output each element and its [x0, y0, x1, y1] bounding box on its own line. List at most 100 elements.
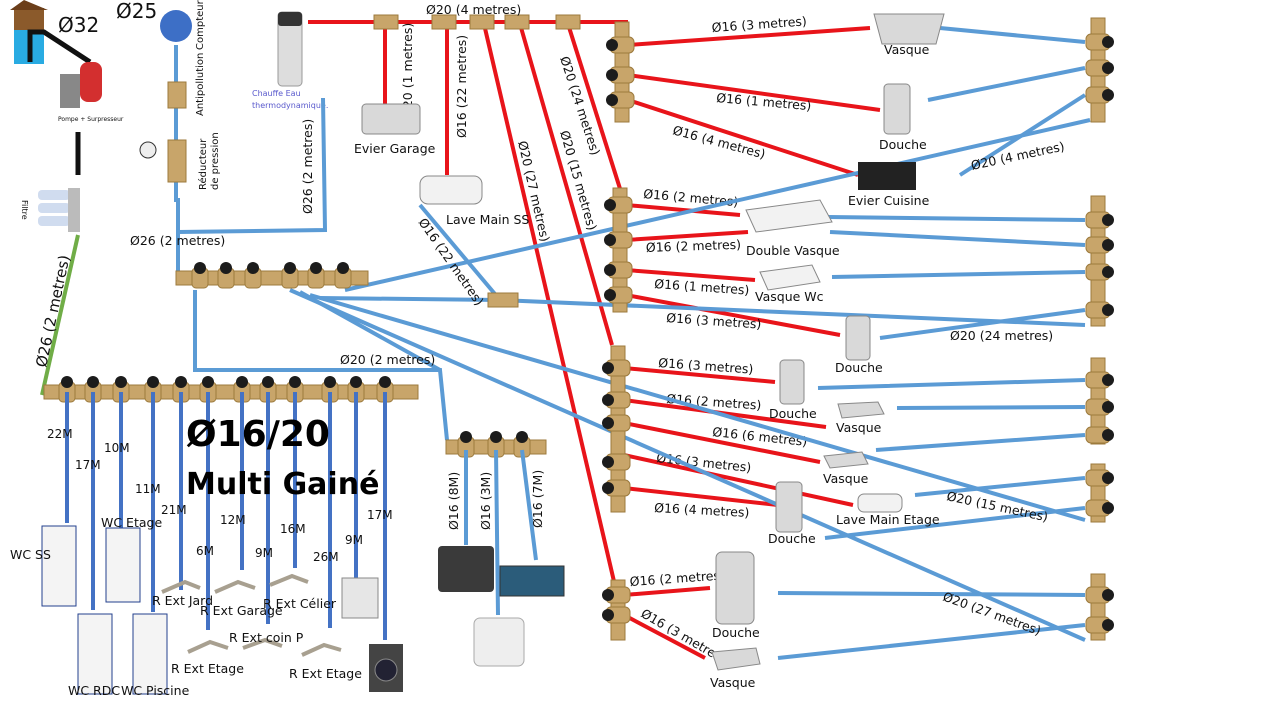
douche-icon: [715, 551, 755, 625]
fixture-label: WC Piscine: [121, 683, 190, 698]
valve-knob-icon: [604, 289, 616, 301]
pool-pipe-label: Ø16 (3M): [478, 472, 493, 530]
reducer-label-2: de pression: [210, 132, 221, 190]
antipollution-valve-icon: [167, 81, 187, 109]
fixtures: [361, 13, 945, 671]
hot-garage-label: Ø20 (1 metres): [400, 23, 415, 118]
fixture-label: Vasque: [884, 42, 930, 57]
valve-knob-icon: [147, 376, 159, 388]
valve-knob-icon: [247, 262, 259, 274]
lave-main-etage-icon: [857, 493, 903, 513]
fixture-label: WC Etage: [101, 515, 162, 530]
valve-knob-icon: [604, 234, 616, 246]
evier-cuisine-icon: [858, 162, 916, 190]
fixture-label: Vasque: [823, 471, 869, 486]
hot-branch-label: Ø16 (1 metres): [654, 276, 750, 298]
heater-cold-pipe-label: Ø26 (2 metres): [300, 119, 315, 214]
valve-knob-icon: [1102, 304, 1114, 316]
valve-knob-icon: [236, 376, 248, 388]
valve-knob-icon: [262, 376, 274, 388]
valve-knob-icon: [1102, 472, 1114, 484]
pool-pipe-label: Ø16 (7M): [530, 470, 545, 528]
valve-knob-icon: [602, 609, 614, 621]
fixture-label: R Ext Garage: [200, 603, 283, 618]
valve-knob-icon: [602, 362, 614, 374]
valve-knob-icon: [602, 482, 614, 494]
wc-icon: [41, 525, 77, 607]
reducer-label: Réducteur: [197, 138, 209, 190]
pressure-reducer-icon: [167, 139, 187, 183]
valve-knob-icon: [1102, 374, 1114, 386]
douche-icon: [775, 481, 803, 533]
ground-length-labels: 22M 17M 10M 11M 21M 6M 12M 9M 16M 26M 9M…: [47, 427, 393, 564]
hot-branch-label: Ø16 (2 metres): [629, 567, 725, 589]
lave-main-ss-icon: [419, 175, 483, 205]
valve-knob-icon: [602, 589, 614, 601]
heater-label: Chauffe Eau: [252, 89, 301, 98]
valve-knob-icon: [324, 376, 336, 388]
hot-branch-label: Ø16 (3 metres): [666, 310, 762, 332]
valve-knob-icon: [1102, 89, 1114, 101]
heater-label-2: thermodynamique.: [252, 101, 328, 110]
valve-knob-icon: [202, 376, 214, 388]
fixture-label: Vasque: [836, 420, 882, 435]
valve-knob-icon: [1102, 214, 1114, 226]
pool-icon: [499, 565, 565, 597]
valve-knob-icon: [516, 431, 528, 443]
hot-branch-label: Ø16 (1 metres): [716, 90, 812, 113]
valve-knob-icon: [220, 262, 232, 274]
fixture-label: Vasque Wc: [755, 289, 824, 304]
length-label: 17M: [75, 458, 101, 472]
cold-to-r2-label: Ø20 (24 metres): [950, 328, 1053, 343]
valve-knob-icon: [175, 376, 187, 388]
vertical-manifold: [612, 187, 628, 313]
hot-branch-label: Ø16 (2 metres): [646, 237, 742, 255]
fixture-label: R Ext Etage: [171, 661, 244, 676]
valve-knob-icon: [1102, 619, 1114, 631]
valve-knob-icon: [1102, 239, 1114, 251]
length-label: 26M: [313, 550, 339, 564]
length-label: 17M: [367, 508, 393, 522]
valve-knob-icon: [350, 376, 362, 388]
hot-main-label: Ø20 (4 metres): [426, 2, 521, 17]
utility-sink-icon: [341, 577, 379, 619]
ground-title: Ø16/20: [186, 414, 330, 455]
length-label: 10M: [104, 441, 130, 455]
hot-to-m4-label: Ø20 (27 metres): [515, 139, 553, 243]
supply-green-pipe-label: Ø26 (2 metres): [32, 253, 73, 369]
well-pipe: [27, 29, 92, 65]
douche-icon: [845, 315, 871, 361]
valve-knob-icon: [289, 376, 301, 388]
valve-knob-icon: [602, 456, 614, 468]
fixture-label: Lave Main Etage: [836, 512, 940, 527]
length-label: 9M: [255, 546, 273, 560]
valve-knob-icon: [1102, 502, 1114, 514]
length-label: 6M: [196, 544, 214, 558]
supply-green-pipe: [40, 234, 80, 396]
valve-knob-icon: [490, 431, 502, 443]
pool-pipes: [464, 449, 538, 616]
heat-pump-icon: [438, 546, 494, 592]
valve-knob-icon: [606, 69, 618, 81]
fixture-label: R Ext Etage: [289, 666, 362, 681]
fixture-label: Douche: [835, 360, 883, 375]
valve-knob-icon: [1102, 429, 1114, 441]
fixture-label: Evier Garage: [354, 141, 436, 156]
water-meter-icon: [160, 10, 192, 42]
length-label: 16M: [280, 522, 306, 536]
manifolds: [43, 17, 1114, 641]
valve-knob-icon: [87, 376, 99, 388]
fixture-label: Douche: [768, 531, 816, 546]
length-label: 22M: [47, 427, 73, 441]
meter-pipe-label: Ø25: [116, 0, 157, 23]
fixture-label: R Ext coin P: [229, 630, 304, 645]
hot-fittings: [373, 14, 581, 30]
filter-label: Filtre: [20, 200, 29, 220]
valve-knob-icon: [1102, 401, 1114, 413]
wc-icon: [105, 527, 141, 603]
douche-icon: [779, 359, 805, 405]
evier-garage-icon: [361, 103, 421, 135]
fixture-label: R Ext Célier: [263, 596, 337, 611]
fixture-label: Vasque: [710, 675, 756, 690]
